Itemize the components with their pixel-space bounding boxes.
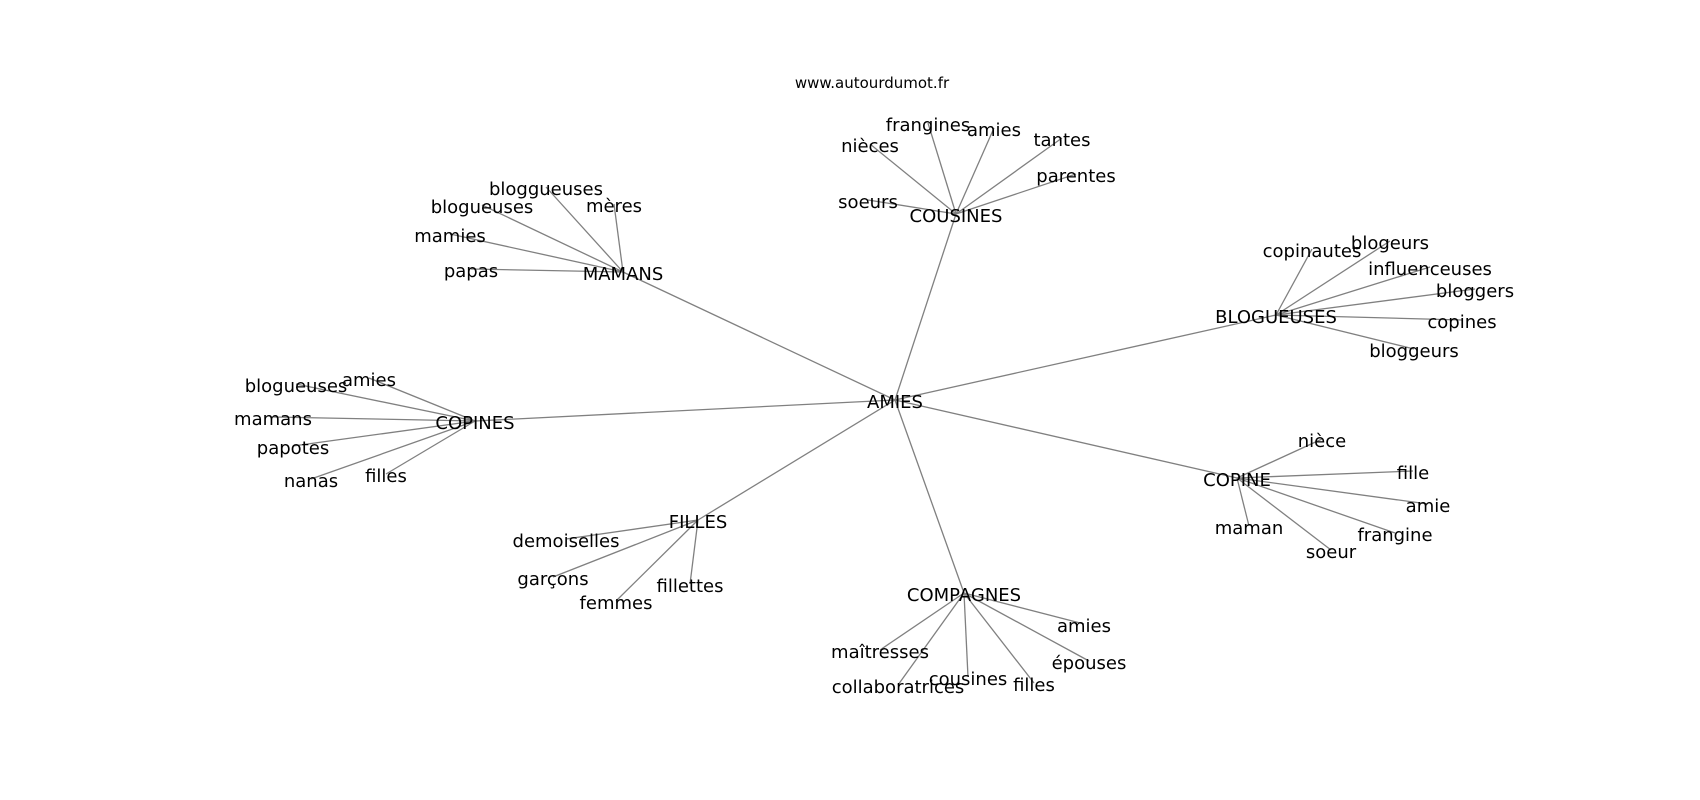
node-root-amies: AMIES [867,392,923,413]
edge-filles-fillettes [689,519,699,585]
node-leaf-copines-mamans: mamans [234,409,312,430]
node-leaf-copines-amies: amies [342,370,396,391]
edge-cousines-amies [955,127,995,215]
node-leaf-cousines-amies: amies [967,120,1021,141]
edge-blogueuses-blogeurs [1275,240,1391,316]
node-leaf-blogueuses-influenceuses: influenceuses [1368,259,1492,280]
edge-blogueuses-copinautes [1275,248,1313,316]
edge-blogueuses-bloggers [1275,288,1476,316]
edge-copines-filles [385,420,476,475]
node-hub-copine: COPINE [1203,470,1271,491]
node-leaf-copine-niece: nièce [1298,431,1346,452]
edge-cousines-tantes [955,137,1063,215]
node-leaf-copine-maman: maman [1215,518,1284,539]
node-hub-blogueuses: BLOGUEUSES [1215,307,1337,328]
edge-compagnes-epouses [963,592,1090,662]
edge-compagnes-collaboratrices [897,592,965,686]
edge-filles-femmes [615,519,699,602]
edge-root-copines [474,399,896,422]
node-leaf-cousines-parentes: parentes [1036,166,1115,187]
edge-compagnes-amies [963,592,1085,625]
node-leaf-compagnes-cousines: cousines [929,669,1008,690]
node-leaf-compagnes-epouses: épouses [1052,653,1127,674]
edge-root-copine [894,399,1238,479]
edge-cousines-parentes [955,173,1077,215]
node-leaf-filles-fillettes: fillettes [657,576,724,597]
source-url: www.autourdumot.fr [795,74,950,92]
node-leaf-cousines-tantes: tantes [1033,130,1090,151]
edge-root-filles [697,399,896,521]
node-hub-compagnes: COMPAGNES [907,585,1021,606]
node-leaf-blogueuses-bloggeurs: bloggeurs [1369,341,1459,362]
edge-mamans-mamies [449,233,624,273]
node-leaf-cousines-frangines: frangines [886,115,970,136]
node-leaf-cousines-nieces: nièces [841,136,899,157]
edge-blogueuses-copines [1275,314,1463,321]
node-leaf-copines-nanas: nanas [284,471,338,492]
node-leaf-copine-soeur: soeur [1306,542,1357,563]
edge-copines-papotes [292,420,476,447]
node-leaf-compagnes-amies: amies [1057,616,1111,637]
node-leaf-mamans-blogueuses: blogueuses [431,197,534,218]
edge-cousines-nieces [869,143,957,215]
node-hub-filles: FILLES [669,512,728,533]
edge-mamans-papas [470,268,624,273]
node-leaf-filles-femmes: femmes [580,593,653,614]
node-leaf-mamans-meres: mères [586,196,642,217]
edge-copine-frangine [1236,477,1396,534]
node-leaf-blogueuses-copines: copines [1427,312,1496,333]
node-leaf-copines-papotes: papotes [257,438,329,459]
edge-root-mamans [622,271,896,401]
node-hub-copines: COPINES [435,413,514,434]
node-leaf-copine-fille: fille [1397,463,1429,484]
edge-compagnes-cousines [963,592,969,678]
edge-copine-soeur [1236,477,1332,551]
edge-copine-amie [1236,477,1429,505]
edge-copine-niece [1236,438,1323,479]
edge-copine-maman [1236,477,1250,527]
edge-copines-nanas [310,420,476,480]
edge-root-compagnes [894,399,965,594]
edge-mamans-blogueuses [481,204,624,273]
edge-compagnes-filles [963,592,1035,684]
node-leaf-cousines-soeurs: soeurs [838,192,898,213]
edge-root-blogueuses [894,314,1277,401]
edge-mamans-bloggueuses [545,186,624,273]
node-leaf-copines-filles: filles [365,466,407,487]
edge-mamans-meres [613,203,624,273]
node-leaf-filles-garcons: garçons [517,569,588,590]
node-hub-cousines: COUSINES [910,206,1003,227]
edge-copine-fille [1236,470,1414,479]
node-leaf-blogueuses-copinautes: copinautes [1263,241,1362,262]
node-leaf-copines-blogueuses: blogueuses [245,376,348,397]
edge-blogueuses-influenceuses [1275,266,1431,316]
node-leaf-copine-amie: amie [1406,496,1451,517]
node-leaf-copine-frangine: frangine [1357,525,1432,546]
node-leaf-mamans-bloggueuses: bloggueuses [489,179,603,200]
node-leaf-compagnes-collaboratrices: collaboratrices [832,677,965,698]
edge-filles-demoiselles [565,519,699,540]
edge-copines-mamans [272,416,476,422]
node-leaf-filles-demoiselles: demoiselles [513,531,620,552]
edge-filles-garcons [552,519,699,578]
node-leaf-compagnes-maitresses: maîtresses [831,642,929,663]
edge-root-cousines [894,213,957,401]
edge-cousines-frangines [927,122,957,215]
edge-compagnes-maitresses [879,592,965,651]
node-hub-mamans: MAMANS [583,264,664,285]
edge-copines-blogueuses [295,383,476,422]
node-leaf-mamans-mamies: mamies [414,226,486,247]
node-leaf-blogueuses-bloggers: bloggers [1436,281,1514,302]
edge-cousines-soeurs [867,199,957,215]
node-leaf-blogueuses-blogeurs: blogeurs [1351,233,1429,254]
edge-copines-amies [368,377,476,422]
edges-layer [272,122,1476,686]
node-leaf-mamans-papas: papas [444,261,498,282]
edge-blogueuses-bloggeurs [1275,314,1415,350]
node-leaf-compagnes-filles: filles [1013,675,1055,696]
